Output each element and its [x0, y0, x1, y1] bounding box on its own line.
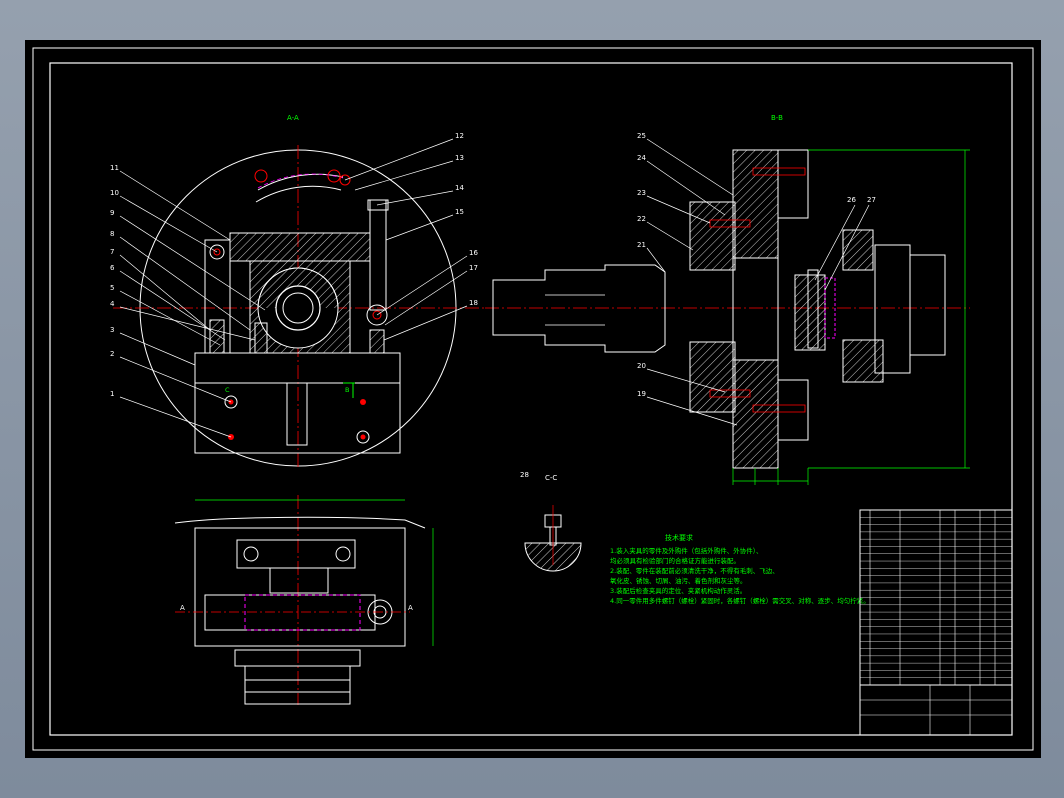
svg-text:C: C	[225, 386, 230, 394]
svg-text:5: 5	[110, 284, 114, 292]
svg-text:20: 20	[637, 362, 646, 370]
svg-text:8: 8	[110, 230, 114, 238]
view-aa-title: A-A	[287, 114, 299, 122]
svg-text:16: 16	[469, 249, 478, 257]
svg-text:23: 23	[637, 189, 646, 197]
svg-text:均必须具有检验部门的合格证方能进行装配。: 均必须具有检验部门的合格证方能进行装配。	[610, 556, 740, 565]
svg-text:4: 4	[110, 300, 115, 308]
technical-notes: 技术要求 1.装入夹具的零件及外购件（包括外购件、外协件）、 均必须具有检验部门…	[610, 533, 870, 605]
svg-text:15: 15	[455, 208, 464, 216]
svg-text:9: 9	[110, 209, 114, 217]
outer-frame	[32, 47, 1034, 751]
view-bb: B-B	[485, 114, 970, 485]
view-bottom: A A	[174, 495, 434, 705]
svg-text:A: A	[408, 604, 413, 612]
view-cc: C-C 28	[520, 471, 582, 572]
svg-text:3: 3	[110, 326, 114, 334]
svg-text:4.同一零件用多件螺钉（螺栓）紧固时，各螺钉（螺栓）需交叉、: 4.同一零件用多件螺钉（螺栓）紧固时，各螺钉（螺栓）需交叉、对称、逐步、均匀拧紧…	[610, 596, 870, 605]
svg-text:21: 21	[637, 241, 646, 249]
svg-text:26: 26	[847, 196, 856, 204]
callouts-aa-left: 11 10 9 8 7 6 5 4 3 2 1	[110, 164, 266, 438]
svg-text:25: 25	[637, 132, 646, 140]
title-block	[859, 509, 1013, 736]
svg-text:氧化皮、锈蚀、切屑、油污、着色剂和灰尘等。: 氧化皮、锈蚀、切屑、油污、着色剂和灰尘等。	[610, 576, 747, 585]
svg-text:18: 18	[469, 299, 478, 307]
svg-text:2: 2	[110, 350, 114, 358]
svg-text:2.装配、零件在装配前必须清洗干净，不得有毛刺、飞边、: 2.装配、零件在装配前必须清洗干净，不得有毛刺、飞边、	[610, 566, 779, 575]
inner-frame	[49, 62, 1013, 736]
svg-text:6: 6	[110, 264, 115, 272]
view-cc-title: C-C	[545, 474, 557, 482]
view-bb-title: B-B	[771, 114, 783, 122]
svg-text:1.装入夹具的零件及外购件（包括外购件、外协件）、: 1.装入夹具的零件及外购件（包括外购件、外协件）、	[610, 546, 762, 555]
callouts-bb: 25 24 23 22 21 20 19 26 27	[637, 132, 876, 426]
svg-text:17: 17	[469, 264, 478, 272]
svg-text:A: A	[180, 604, 185, 612]
svg-text:28: 28	[520, 471, 529, 479]
svg-text:22: 22	[637, 215, 646, 223]
svg-text:技术要求: 技术要求	[665, 533, 693, 542]
drawing-canvas: A-A	[32, 47, 1034, 751]
view-aa: A-A	[113, 114, 485, 470]
svg-text:24: 24	[637, 154, 646, 162]
svg-text:3.装配后检查夹具的定位、夹紧机构动作灵活。: 3.装配后检查夹具的定位、夹紧机构动作灵活。	[610, 586, 746, 595]
callouts-aa-right: 12 13 14 15 16 17 18	[344, 132, 478, 341]
svg-text:27: 27	[867, 196, 876, 204]
svg-text:7: 7	[110, 248, 114, 256]
svg-text:10: 10	[110, 189, 119, 197]
svg-text:13: 13	[455, 154, 464, 162]
svg-text:1: 1	[110, 390, 114, 398]
svg-text:14: 14	[455, 184, 464, 192]
svg-text:12: 12	[455, 132, 464, 140]
svg-text:19: 19	[637, 390, 646, 398]
svg-text:11: 11	[110, 164, 119, 172]
drawing-sheet: A-A	[25, 40, 1041, 758]
svg-text:B: B	[345, 386, 349, 394]
